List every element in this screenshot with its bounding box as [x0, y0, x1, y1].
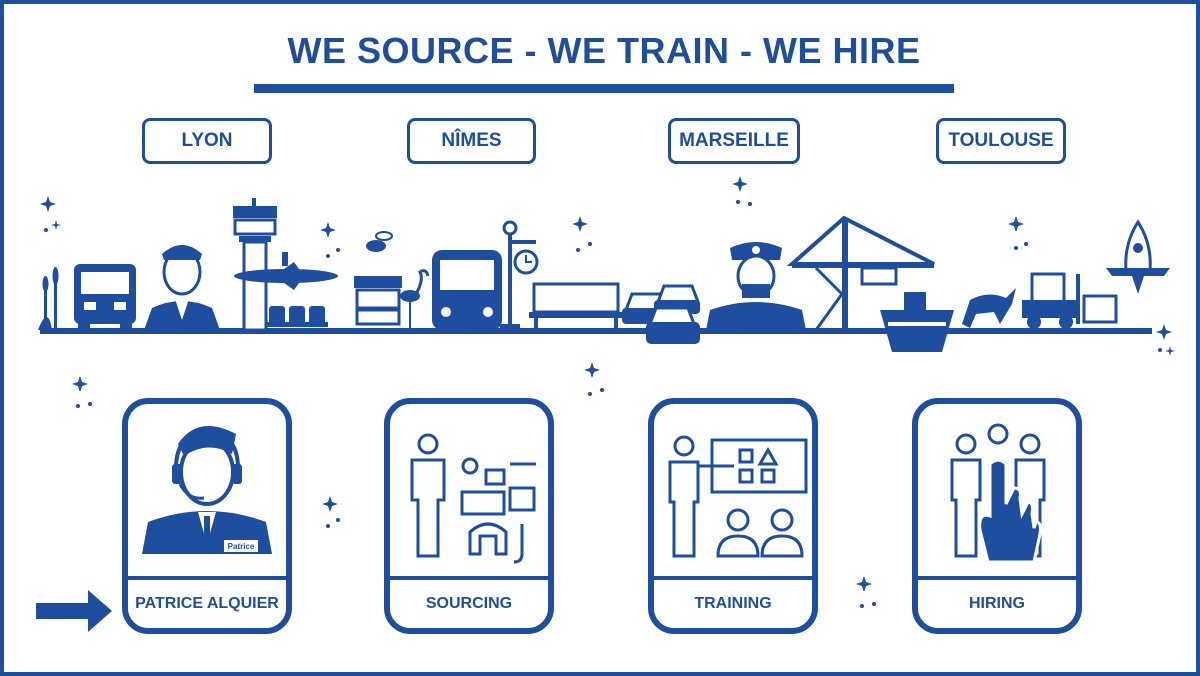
card-label: SOURCING [390, 576, 548, 628]
sparkle-icon [856, 576, 876, 608]
title-underline [254, 84, 954, 93]
sparkle-icon [1008, 216, 1028, 250]
card-label: TRAINING [654, 576, 812, 628]
card-training[interactable]: TRAINING [648, 398, 818, 634]
clock-icon [500, 220, 539, 330]
city-button-nimes[interactable]: NÎMES [407, 118, 536, 164]
rocket-icon [1106, 219, 1170, 294]
sparkle-icon [322, 496, 340, 528]
car-icon [622, 284, 701, 344]
control-tower-icon [233, 198, 277, 332]
airplane-icon [234, 252, 338, 290]
arrow-right-icon [36, 590, 112, 632]
sparkle-icon [584, 362, 604, 396]
card-hiring[interactable]: HIRING [912, 398, 1082, 634]
pilot-icon [144, 245, 220, 330]
bull-icon [962, 288, 1016, 328]
sparkle-icon [1156, 324, 1175, 356]
card-label: PATRICE ALQUIER [128, 576, 286, 628]
operator-headset-icon [142, 426, 272, 554]
ship-icon [880, 292, 954, 352]
hiring-icon [950, 423, 1046, 564]
sparkle-icon [72, 376, 92, 408]
forklift-icon [1022, 272, 1118, 329]
sparkle-icon [572, 216, 592, 252]
seats-icon [266, 306, 328, 327]
bench-icon [529, 282, 623, 330]
city-button-toulouse[interactable]: TOULOUSE [936, 118, 1066, 164]
truck-icon [74, 264, 136, 330]
bus-icon [432, 250, 502, 330]
card-sourcing[interactable]: SOURCING [384, 398, 554, 634]
page-title: WE SOURCE - WE TRAIN - WE HIRE [287, 30, 921, 71]
city-button-lyon[interactable]: LYON [142, 118, 272, 164]
sparkle-icon [732, 176, 752, 206]
flamingo-icon [400, 269, 430, 328]
sparkle-icon [40, 196, 61, 232]
sourcing-icon [410, 433, 536, 564]
city-button-marseille[interactable]: MARSEILLE [668, 118, 800, 164]
ground-line [40, 328, 1152, 334]
captain-icon [706, 242, 806, 330]
training-icon [668, 435, 808, 558]
city-skyline-illustration [38, 198, 1170, 352]
name-badge: Patrice [227, 541, 255, 551]
crane-icon [786, 215, 935, 331]
card-label: HIRING [918, 576, 1076, 628]
reeds-icon [38, 267, 59, 330]
card-patrice-alquier[interactable]: Patrice PATRICE ALQUIER [122, 398, 292, 634]
bee-icon [366, 231, 393, 252]
sparkle-icon [320, 222, 340, 258]
beehive-icon [354, 276, 402, 326]
